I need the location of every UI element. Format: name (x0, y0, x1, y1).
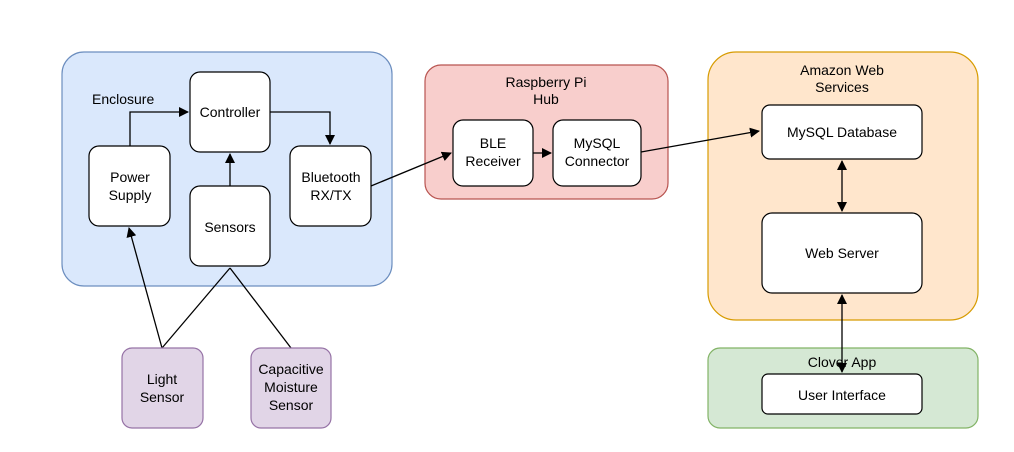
power-supply-node (88, 145, 171, 227)
light-sensor-label-line2: Sensor (140, 389, 185, 405)
controller-label: Controller (200, 104, 261, 120)
edge-light-to-sensors (161, 267, 231, 349)
raspberry-pi-title-line2: Hub (533, 91, 559, 107)
sensors-label: Sensors (204, 219, 255, 235)
mysql-database-label: MySQL Database (787, 124, 897, 140)
user-interface-label: User Interface (798, 387, 886, 403)
user-interface-node (761, 373, 923, 415)
controller-node (189, 71, 271, 153)
enclosure-group (61, 51, 393, 287)
sensors-node (189, 185, 271, 267)
mysql-connector-node (552, 119, 642, 187)
power-supply-label-line2: Supply (109, 187, 152, 203)
edge-controller-to-bluetooth (270, 111, 335, 145)
bluetooth-node (289, 145, 372, 227)
web-server-label: Web Server (805, 245, 879, 261)
moisture-sensor-label: Capacitive (258, 361, 324, 377)
ble-receiver-label: BLE (480, 135, 506, 151)
aws-title: Amazon Web (800, 62, 884, 78)
light-sensor-label: Light (147, 371, 177, 387)
raspberry-pi-title: Raspberry Pi (506, 74, 587, 90)
ble-receiver-label-line2: Receiver (465, 153, 521, 169)
moisture-sensor-label-line2: Moisture (264, 379, 318, 395)
mysql-database-node (761, 104, 923, 160)
web-server-node (761, 212, 923, 294)
power-supply-label: Power (110, 169, 150, 185)
bluetooth-label: Bluetooth (301, 169, 360, 185)
aws-title-line2: Services (815, 79, 869, 95)
edge-power-to-controller (129, 107, 189, 146)
bluetooth-label-line2: RX/TX (310, 187, 352, 203)
edge-bluetooth-to-ble (370, 151, 452, 187)
moisture-sensor-node (250, 347, 332, 429)
ble-receiver-node (452, 119, 534, 187)
light-sensor-node (121, 347, 204, 429)
enclosure-title: Enclosure (92, 91, 154, 107)
mysql-connector-label-line2: Connector (565, 153, 630, 169)
mysql-connector-label: MySQL (574, 135, 621, 151)
edge-light-to-power (126, 227, 163, 349)
moisture-sensor-label-line3: Sensor (269, 397, 314, 413)
edge-moisture-to-sensors (229, 267, 292, 349)
edge-connector-to-database (640, 127, 760, 153)
